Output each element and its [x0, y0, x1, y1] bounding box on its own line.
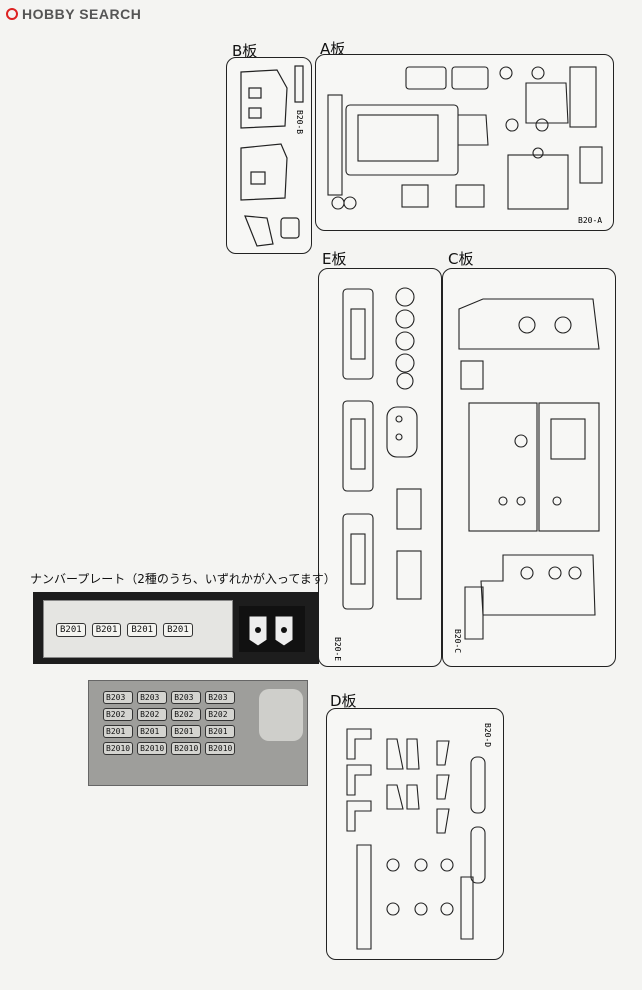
photo-plate-chip: B202 [171, 708, 202, 721]
sheet-e-code: B20-E [333, 637, 342, 661]
photo-plate-grid: B203 B203 B203 B203 B202 B202 B202 B202 … [103, 691, 236, 755]
sheet-d-code: B20-D [483, 723, 492, 747]
number-plate-row: B201 B201 B201 B201 [56, 623, 193, 637]
photo-plate-chip: B202 [205, 708, 236, 721]
sheet-b-parts: B20-B [240, 65, 304, 247]
logo-text: HOBBY SEARCH [22, 6, 142, 22]
number-plate-chip: B201 [91, 623, 122, 637]
photo-plate-chip: B203 [171, 691, 202, 704]
photo-plate-chip: B2010 [205, 742, 236, 755]
sheet-a-parts: B20-A [327, 66, 603, 225]
number-plate-chip: B201 [56, 623, 86, 637]
photo-emblem-area [259, 689, 303, 741]
sheet-b-label: B板 [232, 42, 258, 60]
photo-plate-chip: B203 [103, 691, 134, 704]
photo-plate-chip: B203 [205, 691, 236, 704]
photo-plate-chip: B2010 [103, 742, 134, 755]
logo-icon [6, 8, 18, 20]
sheet-c-parts: B20-C [453, 298, 600, 653]
number-plate-panel: B201 B201 B201 B201 [43, 600, 233, 658]
sheet-d-parts: B20-D [346, 723, 492, 950]
photo-plate-chip: B201 [171, 725, 202, 738]
sheet-b-code: B20-B [295, 110, 304, 134]
number-plate-black-sheet: B201 B201 B201 B201 [33, 592, 319, 664]
photo-plate-chip: B202 [137, 708, 168, 721]
number-plate-photo: B203 B203 B203 B203 B202 B202 B202 B202 … [88, 680, 308, 786]
sheet-e-parts: B20-E [333, 287, 422, 661]
sheet-e-label: E板 [322, 250, 347, 268]
photo-plate-chip: B203 [137, 691, 168, 704]
photo-plate-chip: B201 [137, 725, 168, 738]
sheet-b: B20-B [226, 57, 312, 254]
photo-plate-chip: B2010 [171, 742, 202, 755]
photo-plate-chip: B201 [103, 725, 134, 738]
plate-emblem-area [239, 606, 305, 652]
photo-plate-chip: B202 [103, 708, 134, 721]
photo-plate-chip: B201 [205, 725, 236, 738]
sheet-a-label: A板 [320, 40, 346, 58]
sheet-d-label: D板 [330, 692, 357, 710]
sheet-a-code: B20-A [578, 216, 602, 225]
photo-plate-chip: B2010 [137, 742, 168, 755]
number-plate-chip: B201 [127, 623, 158, 637]
sheet-c-code: B20-C [453, 629, 462, 653]
sheet-d: B20-D [326, 708, 504, 960]
number-plate-caption: ナンバープレート（2種のうち、いずれかが入ってます） [30, 572, 336, 586]
sheet-c-label: C板 [448, 250, 474, 268]
number-plate-chip: B201 [163, 623, 193, 637]
emblem-icon [248, 615, 294, 647]
sheet-e: B20-E [318, 268, 442, 667]
logo: HOBBY SEARCH [6, 4, 141, 24]
sheet-c: B20-C [442, 268, 616, 667]
sheet-a: B20-A [315, 54, 614, 231]
